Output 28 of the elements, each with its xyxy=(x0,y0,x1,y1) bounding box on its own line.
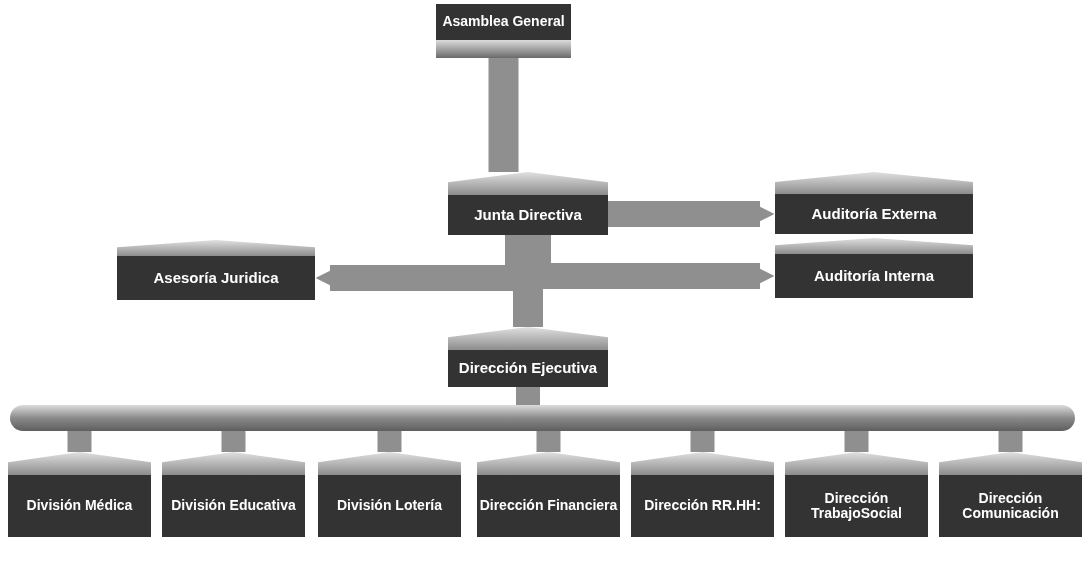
box-label: Dirección Financiera xyxy=(479,498,618,514)
connector-arrow xyxy=(608,201,775,227)
box-label: Dirección Ejecutiva xyxy=(458,360,598,377)
org-box xyxy=(436,4,571,58)
box-label: Asamblea General xyxy=(442,14,565,30)
box-label: Dirección Comunicación xyxy=(961,490,1060,522)
org-box xyxy=(775,238,973,298)
org-box xyxy=(448,172,608,235)
org-box xyxy=(162,452,305,537)
box-label: Dirección RR.HH: xyxy=(644,498,761,514)
box-label: Junta Directiva xyxy=(474,206,582,224)
org-box xyxy=(448,327,608,387)
box-label: Auditoría Interna xyxy=(814,267,934,285)
org-box xyxy=(775,172,973,234)
org-box xyxy=(117,240,315,300)
box-label: Asesoría Juridica xyxy=(153,269,279,287)
distribution-bar xyxy=(10,405,1075,431)
org-box xyxy=(631,452,774,537)
org-box xyxy=(318,452,461,537)
org-box xyxy=(785,452,928,537)
box-label: Auditoría Externa xyxy=(811,205,937,223)
box-label: División Médica xyxy=(26,498,133,514)
org-box xyxy=(8,452,151,537)
box-label: División Lotería xyxy=(337,498,442,514)
org-box xyxy=(939,452,1082,537)
box-label: División Educativa xyxy=(171,498,296,514)
org-box xyxy=(477,452,620,537)
box-label: Dirección TrabajoSocial xyxy=(809,490,903,522)
